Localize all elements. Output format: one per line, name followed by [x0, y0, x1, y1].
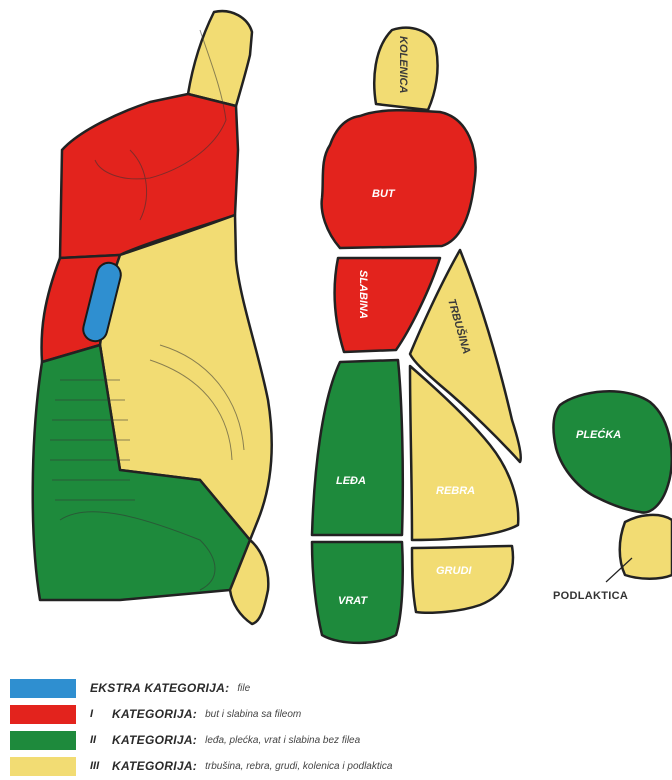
label-podlaktica: PODLAKTICA — [553, 590, 628, 602]
beef-cuts-diagram: KOLENICA BUT SLABINA TRBUŠINA LEĐA REBRA… — [0, 0, 672, 670]
legend-swatch-first — [10, 705, 76, 724]
legend-description: leđa, plećka, vrat i slabina bez filea — [205, 735, 360, 746]
legend-item-second: II KATEGORIJA: leđa, plećka, vrat i slab… — [10, 728, 665, 752]
legend-category: KATEGORIJA: — [112, 759, 197, 773]
primal-cuts — [312, 28, 521, 643]
label-kolenica: KOLENICA — [397, 36, 409, 94]
label-slabina: SLABINA — [357, 270, 369, 319]
cut-vrat — [312, 542, 403, 643]
legend-description: file — [237, 683, 250, 694]
cut-plecka — [553, 391, 671, 512]
legend-item-first: I KATEGORIJA: but i slabina sa fileom — [10, 702, 665, 726]
legend-description: but i slabina sa fileom — [205, 709, 301, 720]
label-but: BUT — [372, 188, 396, 200]
label-vrat: VRAT — [338, 595, 368, 607]
label-rebra: REBRA — [436, 485, 475, 497]
cut-but — [322, 110, 476, 248]
shoulder-cuts — [553, 391, 672, 582]
legend-roman: II — [90, 734, 112, 746]
label-leda: LEĐA — [336, 475, 366, 487]
legend-swatch-second — [10, 731, 76, 750]
legend-item-third: III KATEGORIJA: trbušina, rebra, grudi, … — [10, 754, 665, 778]
legend-description: trbušina, rebra, grudi, kolenica i podla… — [205, 761, 392, 772]
legend-swatch-third — [10, 757, 76, 776]
cut-podlaktica — [620, 515, 672, 579]
legend-category: EKSTRA KATEGORIJA: — [90, 681, 229, 695]
legend-roman: I — [90, 708, 112, 720]
legend: EKSTRA KATEGORIJA: file I KATEGORIJA: bu… — [10, 676, 665, 780]
carcass-side — [33, 11, 272, 624]
legend-category: KATEGORIJA: — [112, 707, 197, 721]
cut-leda — [312, 360, 403, 535]
label-grudi: GRUDI — [436, 565, 472, 577]
legend-roman: III — [90, 760, 112, 772]
legend-swatch-ekstra — [10, 679, 76, 698]
cut-grudi — [412, 546, 513, 613]
legend-category: KATEGORIJA: — [112, 733, 197, 747]
label-plecka: PLEĆKA — [576, 428, 621, 441]
legend-item-ekstra: EKSTRA KATEGORIJA: file — [10, 676, 665, 700]
